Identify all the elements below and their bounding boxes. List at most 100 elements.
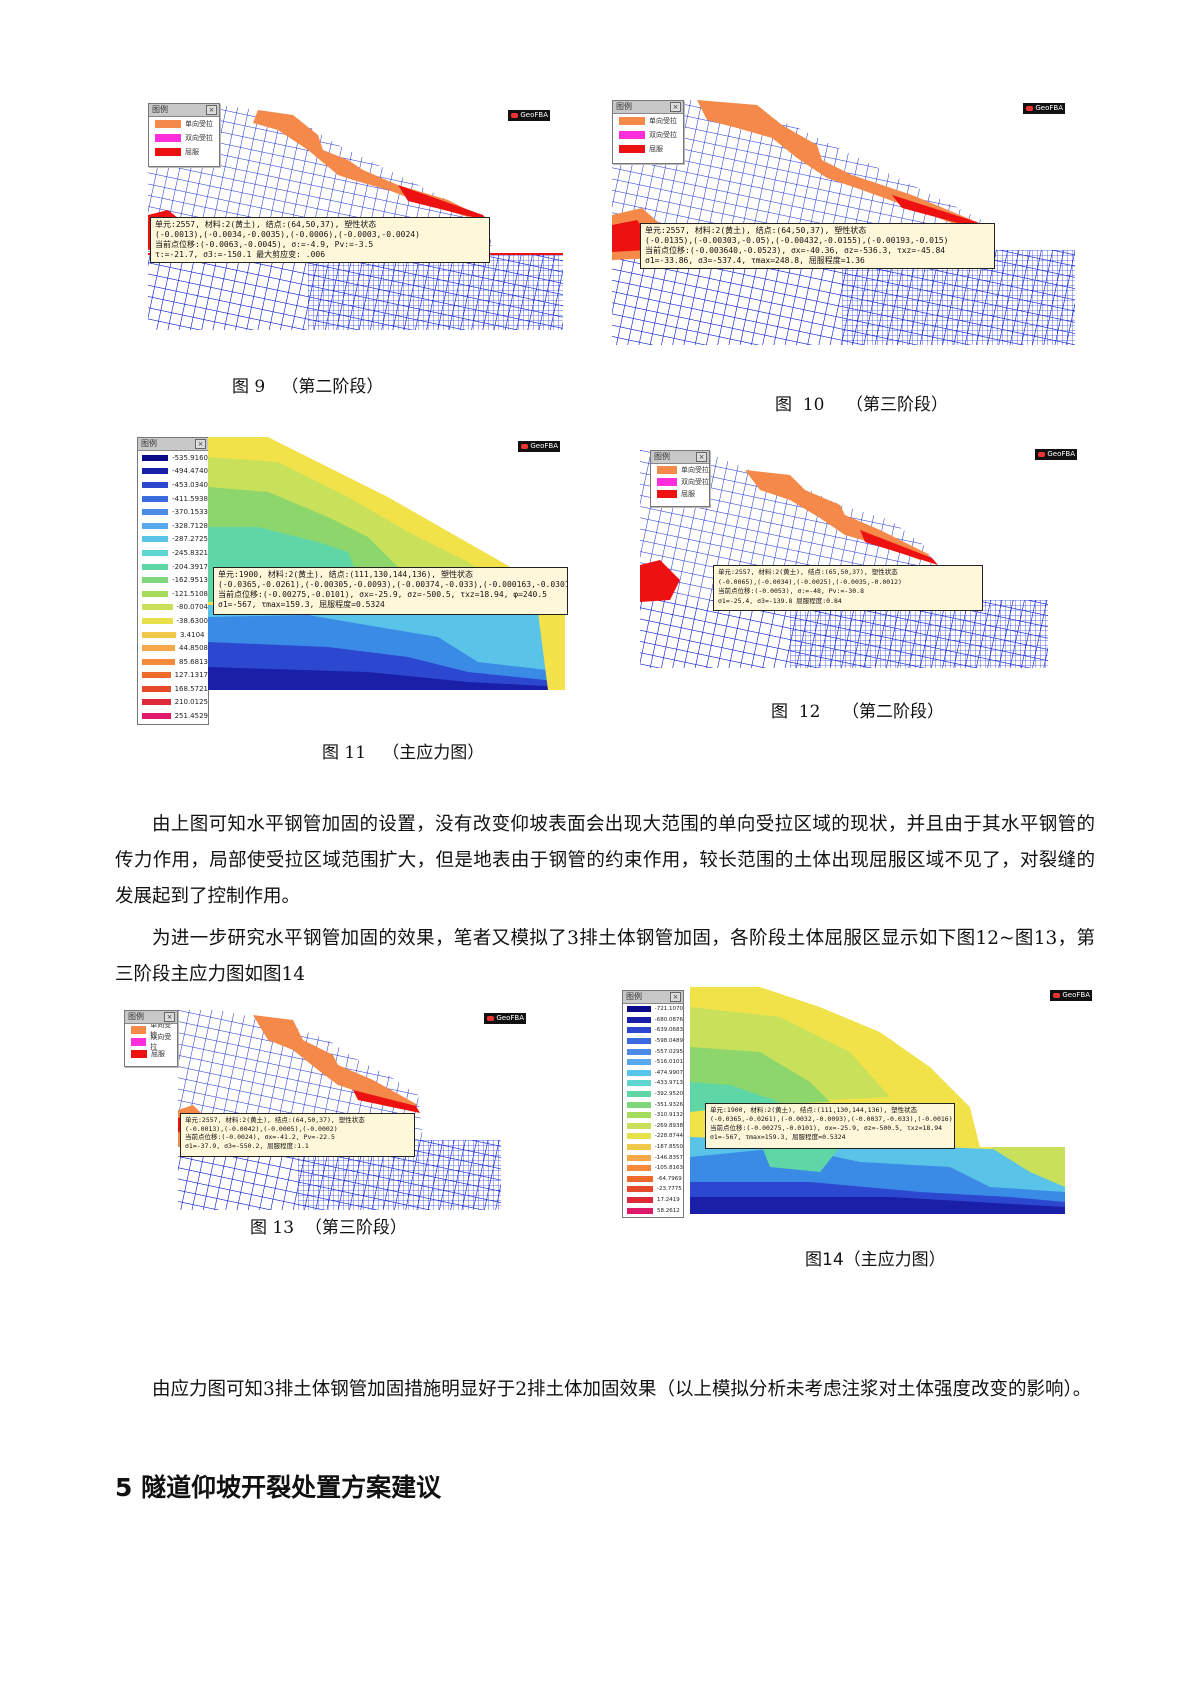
close-icon[interactable]: × [195, 439, 206, 449]
stress-contour-plot [208, 437, 565, 690]
legend-title: 图例 [626, 992, 642, 1001]
color-scale-item: -328.7128 [138, 519, 208, 533]
geofba-logo: GeoFBA [484, 1013, 526, 1024]
color-swatch [627, 1175, 653, 1182]
color-swatch [627, 1048, 651, 1055]
legend-item: 屈服 [613, 142, 683, 156]
color-scale-label: 3.4104 [180, 630, 205, 639]
color-scale-label: -433.9713 [654, 1080, 683, 1087]
section-heading: 5 隧道仰坡开裂处置方案建议 [115, 1473, 442, 1502]
figure-14 [690, 987, 1065, 1214]
legend-label: 屈服 [151, 1050, 165, 1058]
color-scale-label: -105.8163 [654, 1165, 683, 1172]
color-scale-item: -64.7969 [623, 1174, 683, 1185]
fig14-color-scale: 图例 × -721.1070 -680.0876 -639.0683 -598.0489… [622, 990, 684, 1218]
color-swatch [142, 549, 169, 556]
tooltip-line: 单元:2557, 材料:2(黄土), 结点:(64,50,37), 塑性状态 [645, 226, 867, 235]
legend-title: 图例 [654, 452, 670, 461]
mesh-plot [178, 1010, 501, 1210]
color-scale-label: -721.1070 [654, 1006, 683, 1013]
color-scale-item: -121.5108 [138, 587, 208, 601]
color-swatch [142, 495, 169, 502]
geofba-logo: GeoFBA [518, 441, 560, 452]
color-swatch [627, 1154, 651, 1161]
color-scale-label: -680.0876 [654, 1016, 683, 1023]
legend-label: 单向受拉 [681, 466, 709, 474]
legend-label: 单向受拉 [649, 117, 677, 125]
color-swatch [627, 1196, 653, 1203]
color-scale-item: -146.8357 [623, 1152, 683, 1163]
color-scale-label: -310.9132 [654, 1112, 683, 1119]
color-swatch [142, 672, 171, 679]
color-swatch [627, 1080, 651, 1087]
color-scale-label: 168.5721 [174, 684, 208, 693]
color-scale-label: -598.0489 [654, 1038, 683, 1045]
color-swatch [142, 563, 169, 570]
color-scale-label: -370.1533 [172, 508, 208, 517]
color-scale-item: -411.5938 [138, 492, 208, 506]
color-swatch [142, 468, 169, 475]
color-scale-label: -411.5938 [172, 494, 208, 503]
fig11-caption: 图 11 （主应力图） [322, 743, 485, 763]
tooltip-line: 单元:2557, 材料:2(黄土), 结点:(65,50,37), 塑性状态 [718, 568, 898, 576]
color-scale-item: -204.3917 [138, 560, 208, 574]
color-scale-label: -269.8938 [654, 1122, 683, 1129]
color-scale-item: -287.2725 [138, 533, 208, 547]
tooltip-line: σ1=-33.86, σ3=-537.4, τmax=248.8, 屈服程度=1… [645, 256, 865, 265]
fig9-tooltip: 单元:2557, 材料:2(黄土), 结点:(64,50,37), 塑性状态 (… [150, 217, 490, 263]
fig9-legend: 图例× 单向受拉 双向受拉 屈服 [148, 103, 220, 167]
fig10-caption: 图 10 （第三阶段） [775, 395, 949, 415]
color-scale-item: -516.0101 [623, 1057, 683, 1068]
color-scale-item: -494.4740 [138, 465, 208, 479]
tooltip-line: 当前点位移:(-0.003640,-0.0523), σx=-40.36, σz… [645, 246, 946, 255]
stress-contour-plot [690, 987, 1065, 1214]
legend-item: 屈服 [149, 145, 219, 159]
geofba-logo: GeoFBA [508, 110, 550, 121]
legend-item: 双向受拉 [613, 128, 683, 142]
color-scale-label: 251.4529 [174, 712, 208, 721]
tooltip-line: 单元:1900, 材料:2(黄土), 结点:(111,130,144,136),… [218, 570, 473, 579]
color-scale-item: -639.0683 [623, 1025, 683, 1036]
color-scale-label: -228.8744 [654, 1133, 683, 1140]
tooltip-line: (-0.0365,-0.0261),(-0.00305,-0.0093),(-0… [218, 580, 568, 589]
legend-title: 图例 [128, 1012, 144, 1021]
close-icon[interactable]: × [206, 105, 217, 115]
color-swatch [142, 645, 176, 652]
color-swatch [627, 1207, 653, 1214]
tooltip-line: (-0.0013),(-0.0034,-0.0035),(-0.0006),(-… [155, 230, 420, 239]
legend-label: 双向受拉 [681, 478, 709, 486]
color-scale-label: 44.8508 [179, 644, 208, 653]
close-icon[interactable]: × [696, 452, 707, 462]
color-scale-item: -187.8550 [623, 1142, 683, 1153]
color-scale-item: 210.0125 [138, 696, 208, 710]
color-swatch [142, 536, 169, 543]
fig10-tooltip: 单元:2557, 材料:2(黄土), 结点:(64,50,37), 塑性状态 (… [640, 223, 995, 269]
tooltip-line: τ:=-21.7, σ3:=-150.1 最大剪应变: .006 [155, 250, 326, 259]
legend-title: 图例 [152, 105, 168, 114]
color-swatch [627, 1038, 651, 1045]
color-scale-label: -64.7969 [657, 1175, 682, 1182]
color-scale-item: 127.1317 [138, 669, 208, 683]
paragraph-3: 由应力图可知3排土体钢管加固措施明显好于2排土体加固效果（以上模拟分析未考虑注浆… [152, 1379, 1092, 1400]
tooltip-line: (-0.0013),(-0.0042),(-0.0005),(-0.0002) [185, 1124, 338, 1133]
tooltip-line: (-0.0065),(-0.0034),(-0.0025),(-0.0035,-… [718, 577, 902, 586]
color-swatch [627, 1186, 653, 1193]
color-scale-label: -535.9160 [172, 453, 208, 462]
color-scale-item: -392.9520 [623, 1089, 683, 1100]
fig14-caption: 图14（主应力图） [805, 1250, 946, 1270]
color-scale-item: -162.9513 [138, 573, 208, 587]
mesh-plot [640, 450, 1048, 668]
tooltip-line: (-0.0135),(-0.00303,-0.05),(-0.00432,-0.… [645, 236, 949, 245]
close-icon[interactable]: × [164, 1012, 175, 1022]
close-icon[interactable]: × [670, 102, 681, 112]
color-scale-items: -535.9160-494.4740-453.0340-411.5938-370… [138, 451, 208, 723]
tooltip-line: 当前点位移:(-0.0063,-0.0045), σ:=-4.9, Pv:=-3… [155, 240, 374, 249]
legend-item: 双向受拉 [149, 131, 219, 145]
color-swatch [627, 1133, 651, 1140]
close-icon[interactable]: × [670, 992, 681, 1002]
color-swatch [142, 522, 169, 529]
legend-label: 屈服 [185, 148, 199, 156]
color-scale-item: -557.0295 [623, 1046, 683, 1057]
tooltip-line: (-0.0365,-0.0261),(-0.0032,-0.0093),(-0.… [710, 1115, 953, 1123]
color-scale-items: -721.1070 -680.0876 -639.0683 -598.0489-557… [623, 1004, 683, 1216]
